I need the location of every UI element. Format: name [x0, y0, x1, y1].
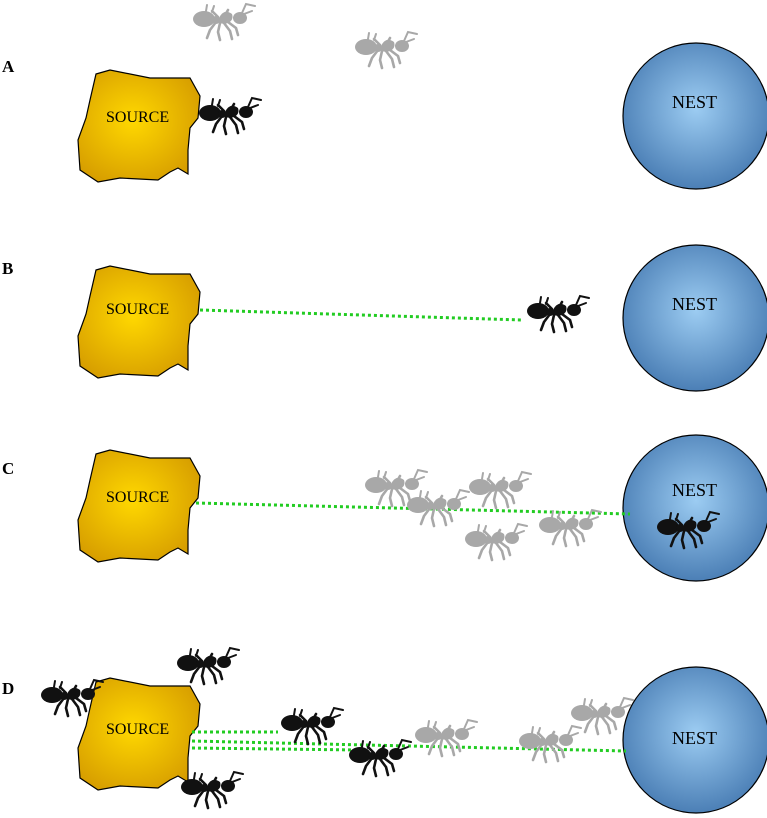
food-source: SOURCE [77, 265, 201, 379]
panel-c: C SOURCE NEST [2, 434, 767, 582]
panel-b: B SOURCE NEST [2, 244, 767, 392]
idle-ant [353, 30, 419, 70]
source-label: SOURCE [106, 489, 169, 506]
active-ant [179, 770, 245, 810]
panel-label-d: D [2, 679, 14, 698]
idle-ant [463, 522, 529, 562]
nest-label: NEST [672, 92, 717, 112]
idle-ant [191, 2, 257, 42]
nest-label: NEST [672, 728, 717, 748]
idle-ant [517, 724, 583, 764]
panel-label-b: B [2, 259, 13, 278]
idle-ant [467, 470, 533, 510]
active-ant [525, 294, 591, 334]
idle-ant [405, 488, 471, 528]
active-ant [279, 706, 345, 746]
idle-ant [413, 718, 479, 758]
nest-label: NEST [672, 294, 717, 314]
source-label: SOURCE [106, 721, 169, 738]
nest: NEST [622, 666, 767, 814]
nest: NEST [622, 42, 767, 190]
source-label: SOURCE [106, 301, 169, 318]
panel-a: A SOURCE NEST [2, 2, 767, 190]
nest: NEST [622, 244, 767, 392]
panel-label-a: A [2, 57, 15, 76]
active-ant [197, 96, 263, 136]
active-ant [175, 646, 241, 686]
pheromone-trail [199, 308, 523, 322]
nest: NEST [622, 434, 767, 582]
panel-label-c: C [2, 459, 14, 478]
pheromone-trail [191, 746, 361, 752]
food-source: SOURCE [77, 69, 201, 183]
nest-label: NEST [672, 480, 717, 500]
source-label: SOURCE [106, 109, 169, 126]
food-source: SOURCE [77, 677, 201, 791]
panel-d: D SOURCE NEST [2, 646, 767, 814]
food-source: SOURCE [77, 449, 201, 563]
idle-ant [537, 508, 603, 548]
